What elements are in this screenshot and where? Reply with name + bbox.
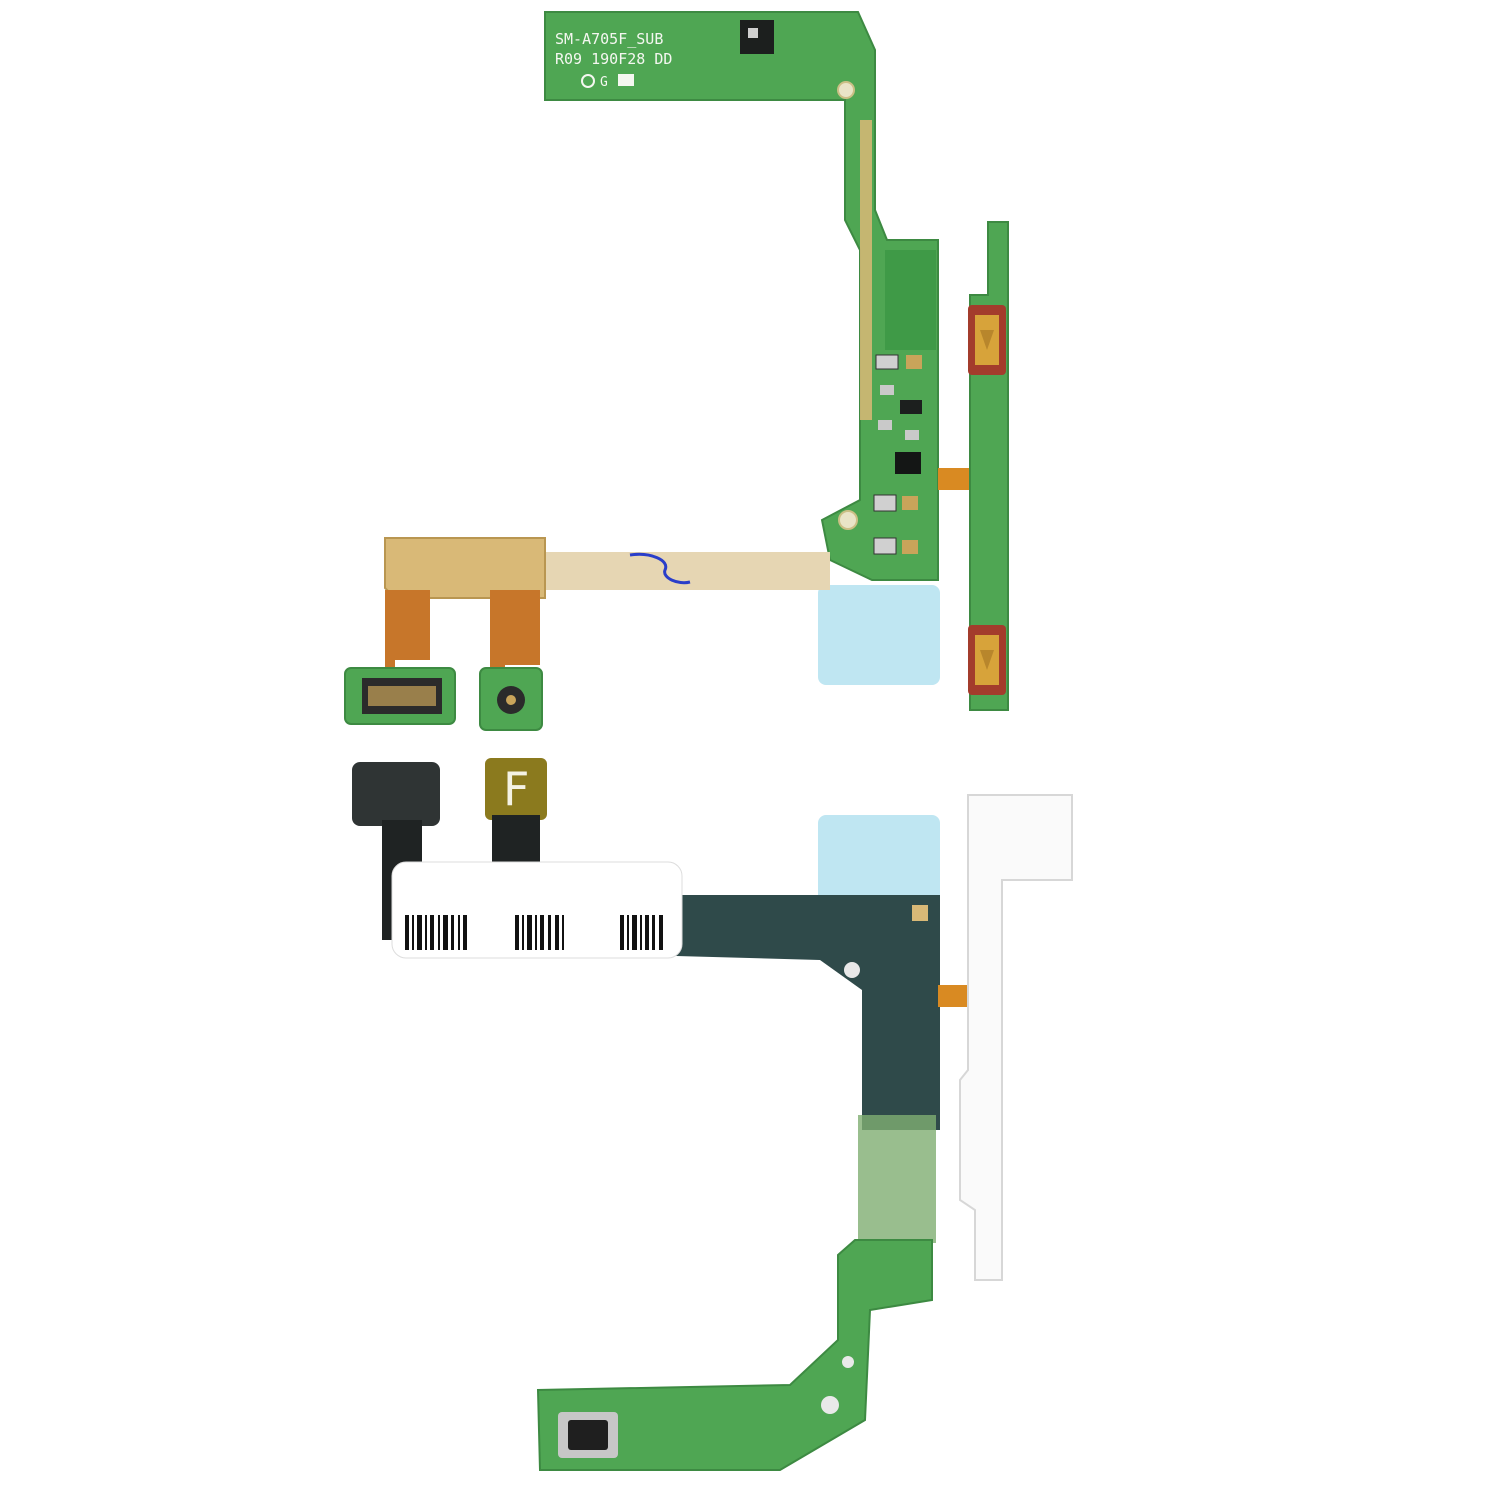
barcode-bars-2 (515, 915, 564, 950)
top-ic-chip-pad (748, 28, 758, 38)
flex-leg-left (385, 590, 430, 670)
silkscreen-model: SM-A705F_SUB (555, 30, 663, 48)
silkscreen-logo-mark: G (600, 75, 608, 90)
smd-component (873, 537, 897, 555)
dark-flex-corner-gold (912, 905, 928, 921)
smd-component (878, 420, 892, 430)
microphone-port (568, 1420, 608, 1450)
bottom-sub-board-assembly: F (352, 758, 1073, 1471)
coax-connector-center (506, 695, 516, 705)
mounting-hole-mid (838, 510, 858, 530)
silkscreen-logo-circle (581, 74, 595, 88)
black-foam-stiffener (352, 762, 440, 826)
smd-component (875, 354, 899, 370)
mounting-hole-bottom-flex (844, 962, 860, 978)
smd-component (902, 496, 918, 510)
stiffener-letter: F (503, 762, 529, 816)
b2b-connector-pins (368, 686, 436, 706)
mounting-hole-bottom-2 (821, 1396, 839, 1414)
translucent-tape (858, 1115, 936, 1243)
flex-blue-wire (629, 552, 691, 585)
smd-component (873, 494, 897, 512)
smd-component (900, 400, 922, 414)
yellow-stiffener (485, 758, 547, 820)
silkscreen-revision: R09 190F28 DD (555, 50, 672, 68)
barcode-bars-3 (620, 915, 663, 950)
mounting-hole-top (837, 81, 855, 99)
smd-component (880, 385, 894, 395)
mounting-hole-bottom-1 (842, 1356, 854, 1368)
smd-component (905, 430, 919, 440)
smd-component (902, 540, 918, 554)
smd-component (906, 355, 922, 369)
blue-protective-film-top (818, 585, 940, 685)
side-button-lower (968, 625, 1006, 695)
main-ic-chip (895, 452, 921, 474)
dark-flex-horizontal (640, 895, 940, 1130)
barcode-bars-1 (405, 915, 467, 950)
smd-component-cluster (873, 354, 922, 555)
blue-protective-film-bottom (818, 815, 940, 910)
top-board-green-patch (885, 250, 936, 350)
white-side-stiffener (959, 794, 1073, 1281)
horizontal-flex-cable (540, 552, 830, 590)
side-button-upper (968, 305, 1006, 375)
gold-shield-pad (384, 537, 546, 599)
top-gold-stiffener (860, 120, 872, 420)
silkscreen-logo-box (618, 74, 634, 86)
barcode-label (391, 861, 683, 959)
top-sub-board-assembly: SM-A705F_SUB R09 190F28 DD G (344, 11, 1009, 731)
flex-leg-right (490, 590, 540, 670)
